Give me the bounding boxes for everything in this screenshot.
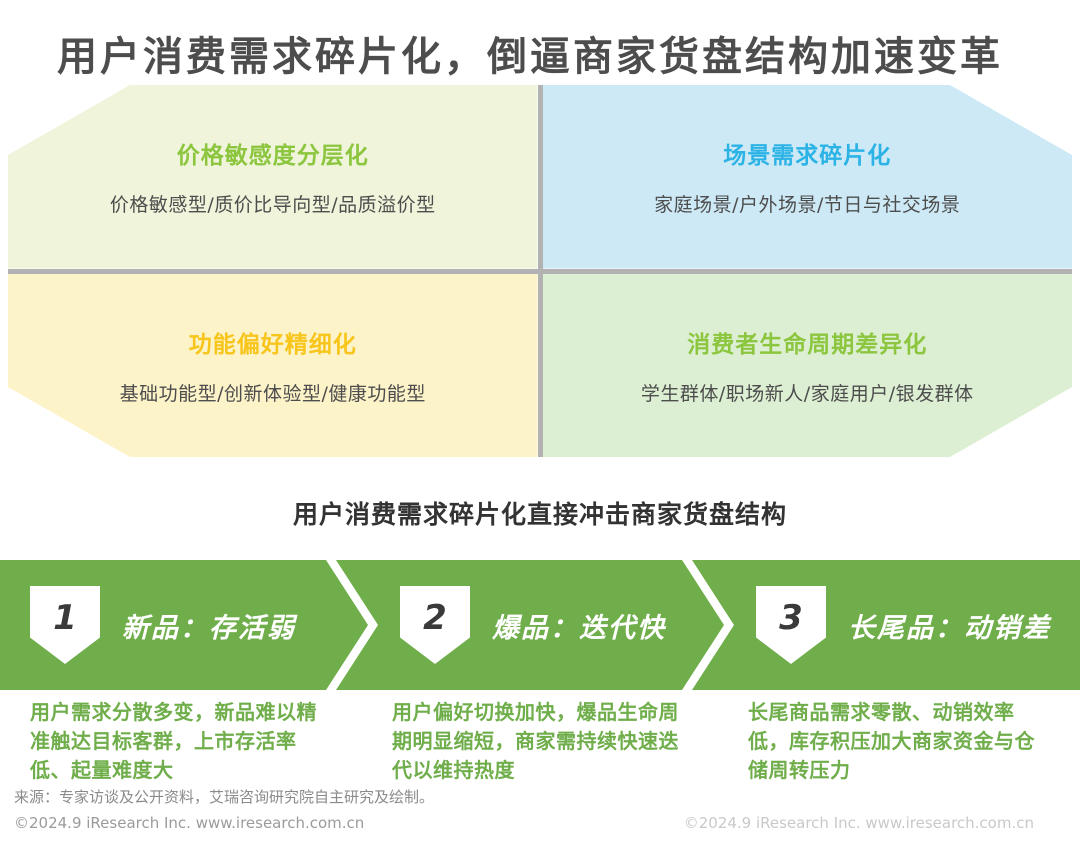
impact-banner: 1 新品：存活弱 2 爆品：迭代快 3 长尾品：动销差: [0, 560, 1080, 690]
quadrant-scene-demand: 场景需求碎片化 家庭场景/户外场景/节日与社交场景: [543, 85, 1073, 269]
banner-segment-label: 新品：存活弱: [122, 612, 296, 644]
section-heading: 用户消费需求碎片化直接冲击商家货盘结构: [292, 500, 787, 529]
segment-description-new-products: 用户需求分散多变，新品难以精准触达目标客群，上市存活率低、起量难度大: [30, 700, 317, 782]
quadrant-title: 价格敏感度分层化: [176, 143, 369, 170]
quadrant-subtitle: 价格敏感型/质价比导向型/品质溢价型: [109, 194, 436, 217]
quadrant-title: 场景需求碎片化: [723, 143, 892, 170]
banner-segment-label: 爆品：迭代快: [492, 612, 666, 644]
banner-segment-new-products: 1 新品：存活弱: [0, 560, 368, 690]
quadrant-lifecycle: 消费者生命周期差异化 学生群体/职场新人/家庭用户/银发群体: [543, 274, 1073, 458]
quadrant-divider-horizontal: [8, 268, 1072, 274]
segmentation-quadrants: 价格敏感度分层化 价格敏感型/质价比导向型/品质溢价型 场景需求碎片化 家庭场景…: [8, 85, 1072, 457]
quadrant-title: 功能偏好精细化: [188, 331, 357, 358]
step-number-badge: 3: [756, 586, 826, 664]
watermark: ©2024.9 iResearch Inc. www.iresearch.com…: [683, 814, 1034, 832]
step-number-badge: 1: [30, 586, 100, 664]
quadrant-subtitle: 学生群体/职场新人/家庭用户/银发群体: [640, 382, 974, 405]
quadrant-subtitle: 基础功能型/创新体验型/健康功能型: [119, 382, 426, 405]
copyright-note: ©2024.9 iResearch Inc. www.iresearch.com…: [14, 814, 365, 832]
banner-segment-label: 长尾品：动销差: [848, 612, 1051, 644]
quadrant-function-preference: 功能偏好精细化 基础功能型/创新体验型/健康功能型: [8, 274, 538, 458]
banner-segment-longtail-products: 3 长尾品：动销差: [692, 560, 1080, 690]
source-note: 来源：专家访谈及公开资料，艾瑞咨询研究院自主研究及绘制。: [14, 788, 435, 806]
quadrant-title: 消费者生命周期差异化: [687, 331, 928, 358]
banner-segment-hot-products: 2 爆品：迭代快: [336, 560, 724, 690]
quadrant-grid: 价格敏感度分层化 价格敏感型/质价比导向型/品质溢价型 场景需求碎片化 家庭场景…: [8, 85, 1072, 457]
segment-description-hot-products: 用户偏好切换加快，爆品生命周期明显缩短，商家需持续快速迭代以维持热度: [392, 700, 679, 782]
quadrant-price-sensitivity: 价格敏感度分层化 价格敏感型/质价比导向型/品质溢价型: [8, 85, 538, 269]
page-title: 用户消费需求碎片化，倒逼商家货盘结构加速变革: [57, 34, 1003, 80]
step-number-badge: 2: [400, 586, 470, 664]
segment-description-longtail-products: 长尾商品需求零散、动销效率低，库存积压加大商家资金与仓储周转压力: [748, 700, 1035, 782]
quadrant-subtitle: 家庭场景/户外场景/节日与社交场景: [654, 194, 961, 217]
